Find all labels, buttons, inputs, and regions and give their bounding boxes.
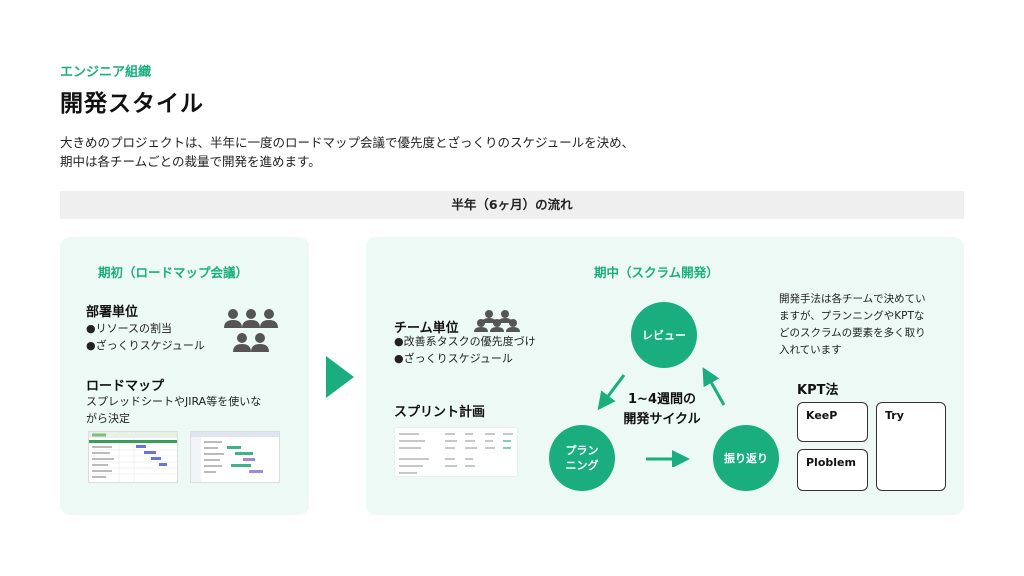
team-people-icon [474, 310, 520, 332]
method-note-line: ますが、プランニングやKPTな [779, 310, 925, 322]
description-line-1: 大きめのプロジェクトは、半年に一度のロードマップ会議で優先度とざっくりのスケジュ… [60, 135, 635, 150]
list-item: ●ざっくりスケジュール [86, 339, 205, 352]
sprint-board-image [399, 433, 513, 474]
planning-circle: プラン ニング [549, 425, 615, 491]
spreadsheet-thumbnail [88, 431, 178, 483]
group-people-icon [224, 309, 278, 352]
sprint-panel-title: 期中（スクラム開発） [594, 265, 719, 280]
method-note-line: どのスクラムの要素を多く取り [779, 327, 926, 339]
kickoff-panel-title: 期初（ロードマップ会議） [98, 265, 249, 280]
kpt-heading: KPT法 [797, 383, 839, 398]
roadmap-description-line-1: スプレッドシートやJIRA等を使いな [86, 395, 262, 408]
kickoff-panel: 期初（ロードマップ会議） 部署単位 ●リソースの割当 ●ざっくりスケジュール ロ… [60, 237, 309, 515]
kpt-problem-box: Ploblem [797, 449, 868, 491]
cycle-arrows-icon [597, 367, 726, 467]
team-unit-list: ●改善系タスクの優先度づけ ●ざっくりスケジュール [394, 333, 536, 367]
method-note-line: 開発手法は各チームで決めてい [779, 293, 926, 305]
section-category: エンジニア組織 [60, 65, 152, 80]
sprint-panel: 期中（スクラム開発） チーム単位 ●改善系タスクの優先度づけ ●ざっくりスケジュ… [366, 237, 964, 515]
page-title: 開発スタイル [60, 91, 204, 117]
list-item: ●リソースの割当 [86, 322, 173, 335]
roadmap-heading: ロードマップ [86, 379, 165, 394]
kpt-keep-label: KeeP [806, 409, 838, 422]
list-item: ●改善系タスクの優先度づけ [394, 335, 536, 348]
description-line-2: 期中は各チームごとの裁量で開発を進めます。 [60, 154, 321, 169]
retrospective-circle: 振り返り [713, 425, 779, 491]
cycle-duration-label: 1~4週間の 開発サイクル [612, 390, 712, 430]
planning-label-line-1: プラン [565, 444, 599, 457]
kpt-problem-label: Ploblem [806, 456, 856, 469]
method-note: 開発手法は各チームで決めてい ますが、プランニングやKPTな どのスクラムの要素… [779, 291, 926, 359]
method-note-line: 入れています [779, 344, 842, 356]
cycle-duration-line-2: 開発サイクル [623, 412, 701, 427]
jira-thumbnail [190, 431, 280, 483]
spreadsheet-image [89, 432, 177, 482]
kpt-try-label: Try [885, 409, 904, 422]
cycle-duration-line-1: 1~4週間の [628, 392, 696, 407]
roadmap-description-line-2: がら決定 [86, 412, 130, 425]
flow-arrow-icon [326, 356, 354, 398]
sprint-planning-heading: スプリント計画 [394, 405, 486, 420]
timeline-bar: 半年（6ヶ月）の流れ [60, 191, 964, 219]
page-description: 大きめのプロジェクトは、半年に一度のロードマップ会議で優先度とざっくりのスケジュ… [60, 133, 634, 171]
kpt-keep-box: KeeP [797, 402, 868, 442]
list-item: ●ざっくりスケジュール [394, 352, 513, 365]
review-circle: レビュー [631, 302, 697, 368]
team-unit-heading: チーム単位 [394, 321, 459, 336]
department-unit-list: ●リソースの割当 ●ざっくりスケジュール [86, 320, 205, 354]
roadmap-description: スプレッドシートやJIRA等を使いな がら決定 [86, 393, 261, 427]
department-unit-heading: 部署単位 [86, 305, 139, 320]
kpt-try-box: Try [876, 402, 946, 491]
jira-image [191, 432, 279, 482]
sprint-board-thumbnail [394, 427, 518, 477]
planning-label-line-2: ニング [565, 459, 599, 472]
